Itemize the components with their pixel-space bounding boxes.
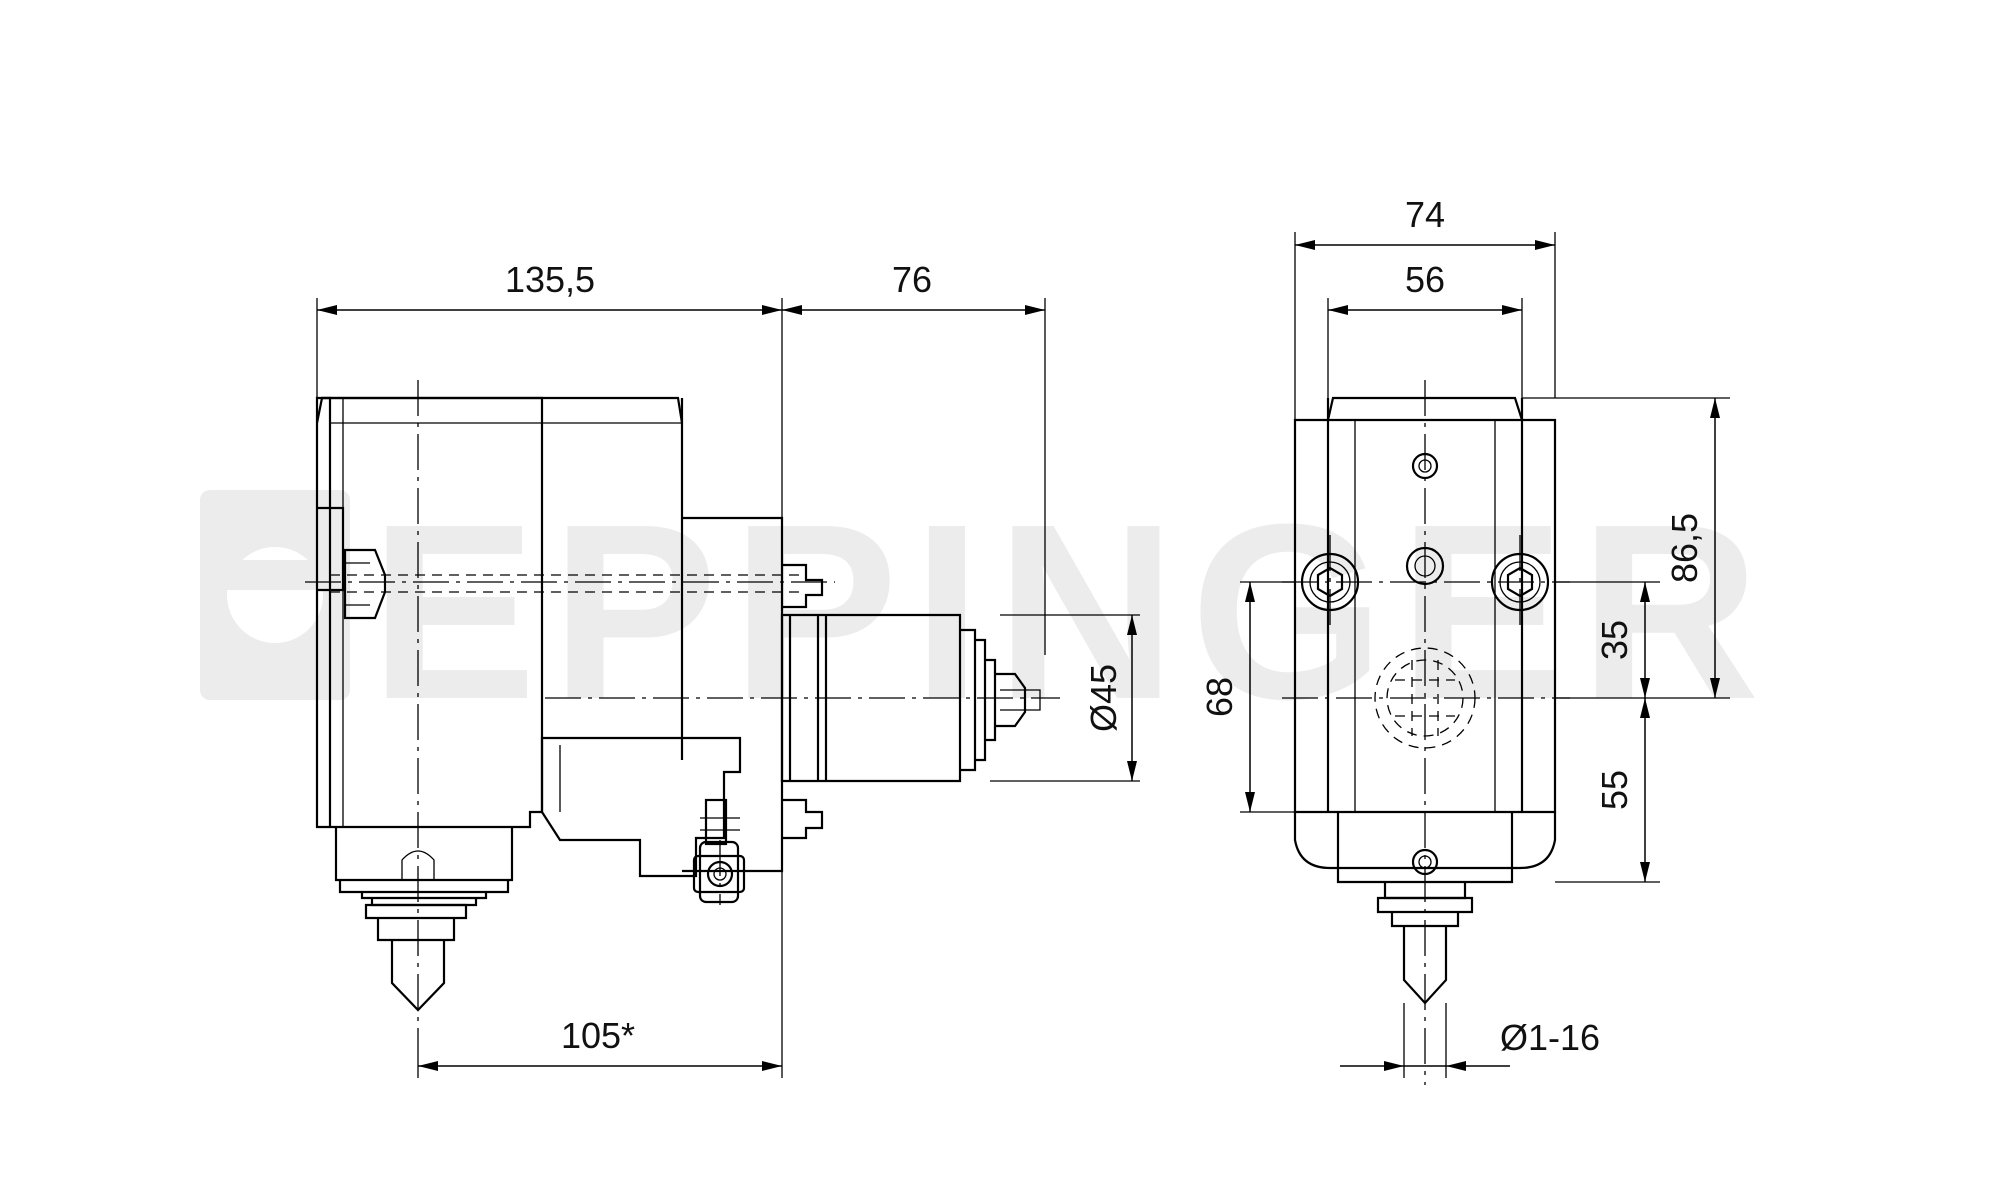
flange-step-2	[360, 892, 488, 900]
dim-lower-offset: 55	[1594, 770, 1635, 810]
side-view: 135,5 76 105* Ø45	[305, 259, 1140, 1078]
front-collet-nut	[1376, 896, 1474, 914]
dim-spindle-height: 68	[1199, 677, 1240, 717]
dim-height-total: 86,5	[1664, 513, 1705, 583]
dim-width-outer: 74	[1405, 194, 1445, 235]
collet-nut	[364, 903, 468, 920]
adjust-screw-icon	[692, 798, 746, 904]
watermark-logo	[200, 490, 350, 700]
clamp-slot	[317, 506, 345, 592]
dim-spindle-length: 76	[892, 259, 932, 300]
dim-spindle-diameter: Ø45	[1083, 664, 1124, 732]
drive-dog	[995, 672, 1027, 728]
spindle-nose	[960, 628, 977, 772]
hidden-shaft	[330, 574, 800, 593]
dim-upper-offset: 35	[1594, 620, 1635, 660]
watermark-text: EPPINGER	[370, 472, 1774, 751]
dim-collet-range: Ø1-16	[1500, 1017, 1600, 1058]
spindle-nose-2	[975, 638, 987, 762]
spindle-nose-3	[985, 658, 997, 742]
key-slot	[401, 850, 435, 881]
dim-overall-length: 135,5	[505, 259, 595, 300]
coolant-fitting-bottom	[782, 798, 824, 840]
collet-neck	[376, 918, 456, 942]
shaft-end-bearing	[343, 548, 387, 620]
dim-width-inner: 56	[1405, 259, 1445, 300]
front-view: 74 56 86,5 35 55 68 Ø1-16	[1199, 194, 1730, 1085]
watermark: EPPINGER	[200, 472, 1774, 751]
tool-tip	[390, 940, 446, 1012]
coolant-fitting-top	[782, 563, 824, 609]
flange-step	[338, 880, 510, 894]
housing-top-lip	[315, 396, 684, 424]
drive-tang	[1000, 689, 1041, 711]
dim-shank-offset: 105*	[561, 1015, 635, 1056]
front-top-lip	[1326, 396, 1524, 421]
flange	[334, 827, 514, 882]
front-inner-edges	[1326, 398, 1524, 812]
